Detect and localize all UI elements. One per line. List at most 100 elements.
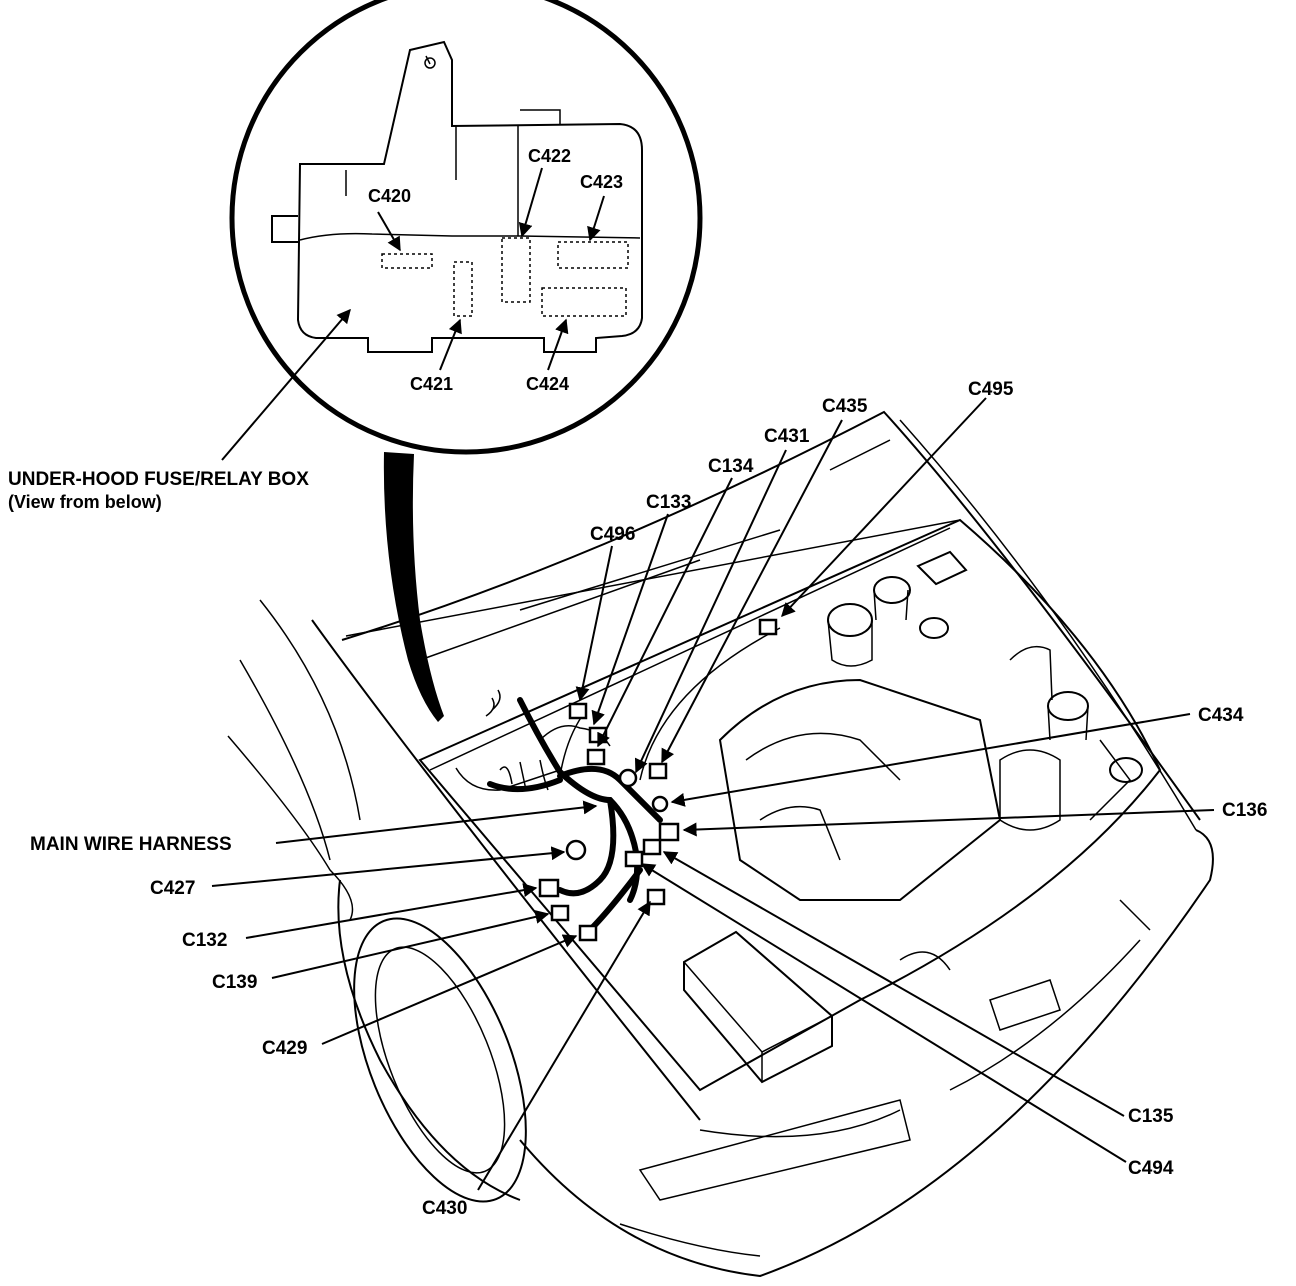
engine-details	[745, 732, 901, 861]
label-c420: C420	[368, 186, 411, 206]
hood-outline	[341, 410, 1201, 821]
socket-c424	[541, 287, 627, 317]
connector-labels: C495 C435 C431 C134 C133 C496 C434 C136 …	[30, 379, 1267, 1219]
fuse-box-tab	[271, 215, 298, 243]
conn-c496	[568, 702, 588, 720]
leader-c434	[670, 713, 1191, 807]
leader-c135	[662, 851, 1125, 1117]
cap-bodies	[827, 589, 1089, 741]
leader-c139	[271, 910, 550, 979]
leader-c422	[518, 167, 543, 238]
hood-creases	[419, 439, 891, 661]
cap-1	[827, 603, 873, 637]
label-c431: C431	[764, 426, 810, 447]
magnifier-circle	[229, 0, 703, 455]
cap-3	[919, 617, 949, 639]
label-c427: C427	[150, 878, 195, 899]
main-harness-label: MAIN WIRE HARNESS	[30, 834, 232, 855]
leader-c429	[321, 934, 578, 1045]
socket-c421	[453, 261, 473, 317]
label-c422: C422	[528, 146, 571, 166]
leader-c496	[575, 545, 613, 702]
cap-2	[873, 576, 911, 604]
conn-c434	[651, 795, 669, 813]
fuse-box-ribs	[345, 55, 561, 236]
bay-details	[1009, 645, 1131, 821]
conn-c139	[550, 904, 570, 922]
harness-wire-ends	[499, 759, 549, 791]
leader-c132	[245, 883, 538, 939]
conn-c427	[565, 839, 587, 861]
engine-bay	[418, 518, 1162, 1092]
a-pillar	[227, 735, 354, 921]
label-c134: C134	[708, 456, 754, 477]
windshield-pillar	[239, 659, 331, 861]
cap-4	[1047, 691, 1089, 721]
bumper-lines	[619, 939, 1141, 1257]
conn-c435	[648, 762, 668, 780]
label-c139: C139	[212, 972, 257, 993]
label-c424: C424	[526, 374, 569, 394]
label-c494: C494	[1128, 1158, 1174, 1179]
label-c132: C132	[182, 930, 227, 951]
engine-block	[718, 678, 1002, 901]
label-c136: C136	[1222, 800, 1267, 821]
leader-fuse-box	[221, 308, 351, 461]
conn-c495	[758, 618, 778, 636]
leader-main-harness	[275, 800, 598, 844]
leader-c494	[640, 863, 1127, 1163]
label-c421: C421	[410, 374, 453, 394]
label-c496: C496	[590, 524, 635, 545]
leader-c423	[587, 195, 605, 242]
conn-c132	[538, 878, 560, 898]
label-c135: C135	[1128, 1106, 1174, 1127]
label-c435: C435	[822, 396, 868, 417]
leader-c136	[682, 809, 1215, 837]
front-wheel-rim	[374, 946, 506, 1174]
leader-c431	[634, 449, 787, 774]
leader-c427	[211, 846, 566, 887]
air-box	[999, 749, 1061, 831]
leader-c424	[547, 318, 569, 371]
fuse-box-housing	[296, 40, 643, 353]
label-c133: C133	[646, 492, 691, 513]
label-c495: C495	[968, 379, 1014, 400]
conn-c134	[586, 748, 606, 766]
cap-5	[1109, 757, 1143, 783]
harness-wave-icon	[485, 689, 501, 717]
wheel-arch	[337, 879, 521, 1201]
harness-trunk	[517, 697, 641, 903]
label-c434: C434	[1198, 705, 1244, 726]
front-bumper	[519, 829, 1214, 1278]
leader-c133	[591, 513, 669, 726]
leader-c420	[377, 211, 401, 252]
harness-branch-left	[487, 777, 563, 793]
leader-c421	[439, 318, 462, 371]
leader-c134	[597, 477, 733, 748]
conn-c429	[578, 924, 598, 942]
magnifier-tail	[383, 452, 444, 722]
mount-hole-icon	[424, 57, 436, 69]
battery	[683, 930, 833, 1084]
left-fender-line	[311, 619, 701, 1121]
front-wheel	[353, 917, 527, 1203]
conn-c431	[618, 768, 638, 788]
fuse-box-subtitle: (View from below)	[8, 492, 162, 512]
conn-c430	[646, 888, 666, 906]
leader-c435	[661, 419, 843, 764]
grille-opening	[638, 1099, 911, 1201]
hood-edge-inner	[345, 519, 961, 637]
socket-c422	[501, 237, 531, 303]
radiator-details	[899, 899, 1151, 1031]
label-c423: C423	[580, 172, 623, 192]
conn-c494	[624, 850, 644, 868]
conn-c135	[642, 838, 662, 856]
fuse-box-title: UNDER-HOOD FUSE/RELAY BOX	[8, 469, 309, 490]
socket-c420	[381, 253, 433, 269]
battery-edges	[683, 961, 833, 1082]
leader-c495	[781, 397, 987, 618]
harness-branch-lower	[557, 797, 617, 897]
label-c429: C429	[262, 1038, 307, 1059]
fuse-box-seam	[299, 232, 641, 241]
